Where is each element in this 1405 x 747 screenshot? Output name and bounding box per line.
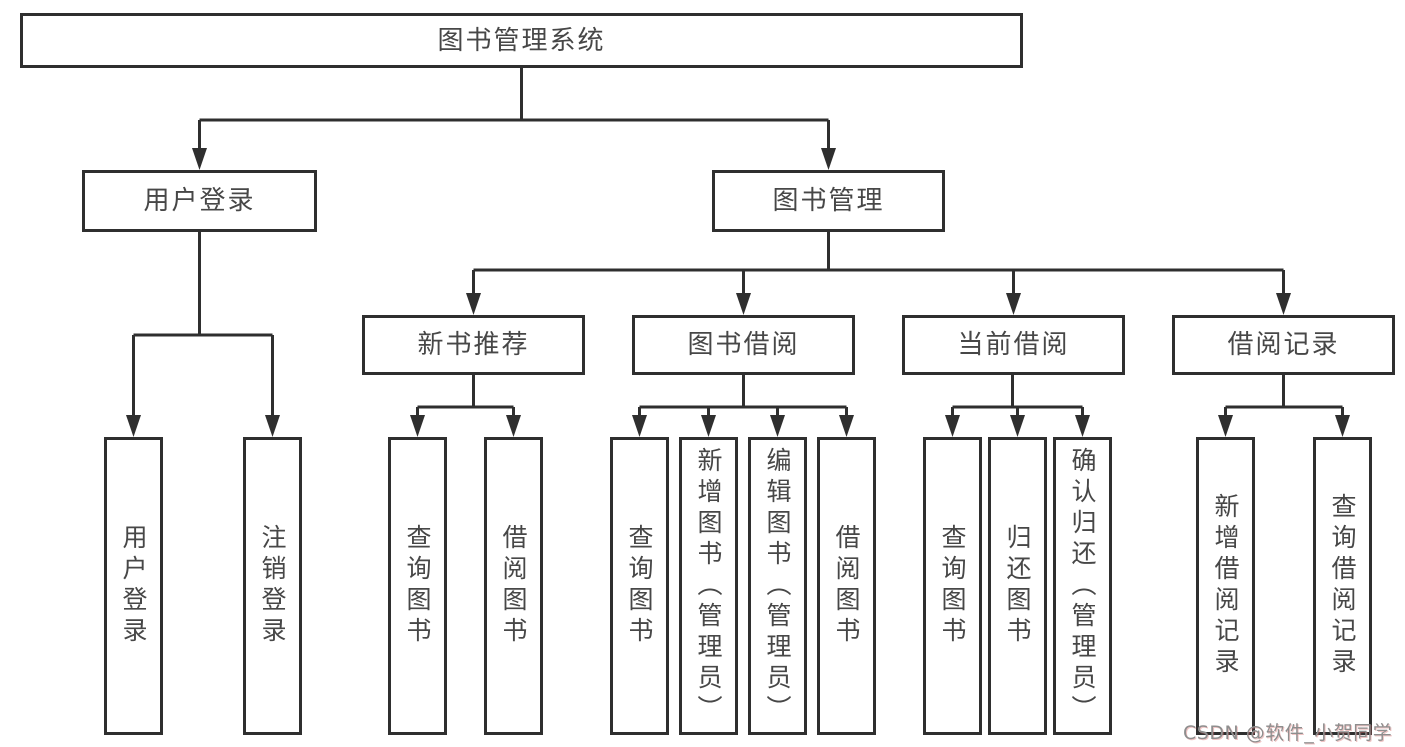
node-new-book-recommend: 新书推荐: [362, 315, 585, 375]
leaf-query-books-borrowing: 查询图书: [610, 437, 669, 735]
arrowheads: [126, 148, 1350, 437]
leaf-query-books-current: 查询图书: [923, 437, 982, 735]
leaf-query-books-recommend: 查询图书: [388, 437, 447, 735]
leaf-add-books-admin: 新增图书（管理员）: [679, 437, 738, 735]
leaf-edit-books-admin: 编辑图书（管理员）: [748, 437, 807, 735]
leaf-add-borrow-record: 新增借阅记录: [1196, 437, 1255, 735]
node-borrowing-records: 借阅记录: [1172, 315, 1395, 375]
leaf-user-login: 用户登录: [104, 437, 163, 735]
leaf-borrow-books: 借阅图书: [817, 437, 876, 735]
node-current-borrowing: 当前借阅: [902, 315, 1125, 375]
node-book-management: 图书管理: [712, 170, 945, 232]
node-user-login: 用户登录: [82, 170, 317, 232]
leaf-borrow-books-recommend: 借阅图书: [484, 437, 543, 735]
leaf-return-books: 归还图书: [988, 437, 1047, 735]
node-library-system: 图书管理系统: [20, 13, 1023, 68]
leaf-logout: 注销登录: [243, 437, 302, 735]
node-book-borrowing: 图书借阅: [632, 315, 855, 375]
leaf-confirm-return-admin: 确认归还（管理员）: [1053, 437, 1112, 735]
csdn-watermark: CSDN @软件_小贺同学: [1183, 722, 1393, 744]
leaf-query-borrow-record: 查询借阅记录: [1313, 437, 1372, 735]
